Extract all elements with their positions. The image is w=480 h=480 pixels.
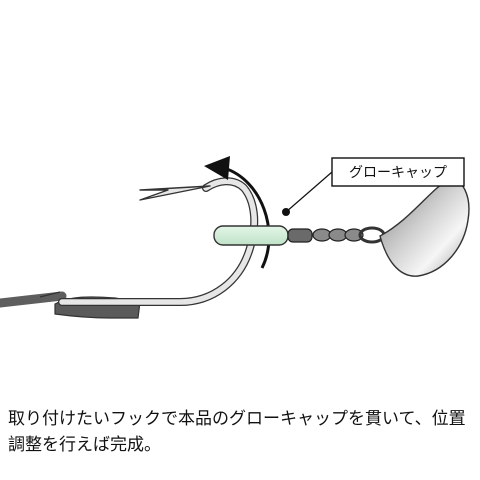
instruction-text: 取り付けたいフックで本品のグローキャップを貫いて、位置調整を行えば完成。 [8, 409, 466, 455]
fishing-line [0, 291, 67, 308]
hook-diagram: グローキャップ [0, 156, 470, 319]
rotation-arrow [204, 156, 271, 269]
callout-leader [282, 171, 333, 216]
glow-cap [213, 225, 289, 246]
swivel [287, 226, 386, 244]
callout-box: グローキャップ [331, 157, 465, 187]
spinner-blade [379, 178, 470, 277]
callout-label: グローキャップ [349, 165, 447, 181]
